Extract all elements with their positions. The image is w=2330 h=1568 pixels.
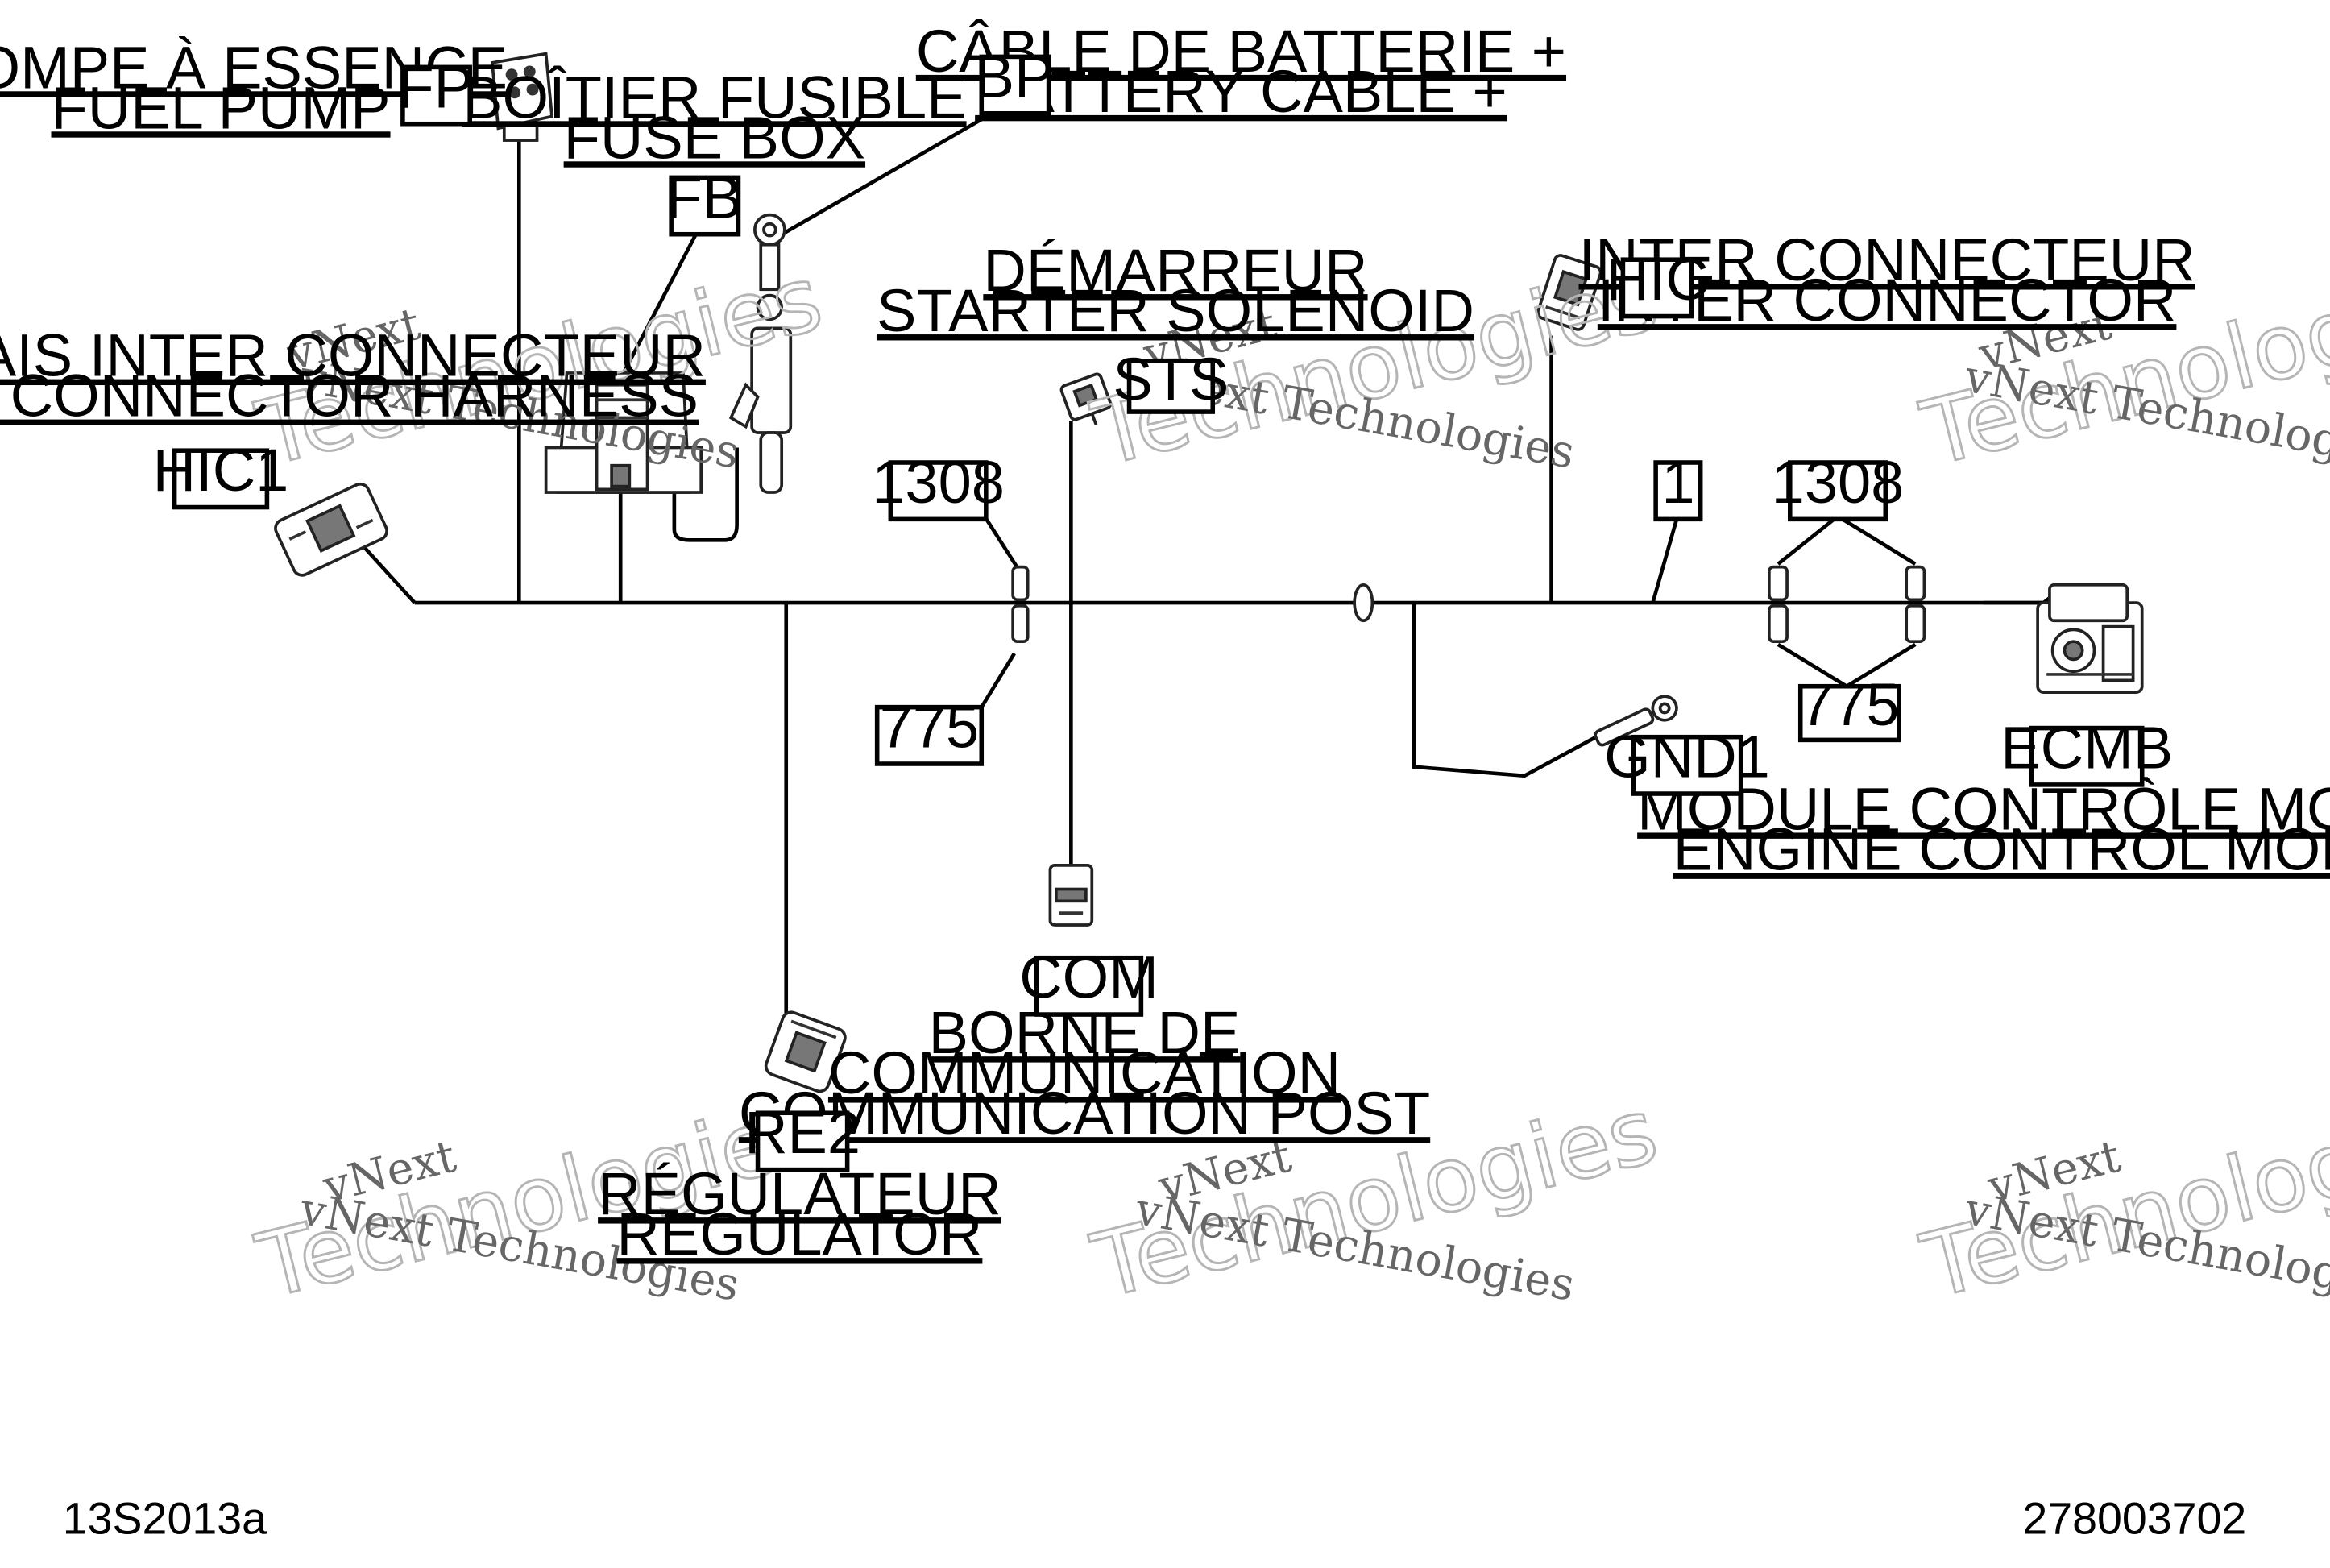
- code-box-fb: FB: [666, 164, 743, 237]
- code-box-hic: HIC: [1606, 246, 1709, 319]
- splice-drawing: [1353, 583, 1374, 623]
- leader-775-right-b: [1845, 642, 1917, 688]
- code-box-fp: FP: [397, 53, 474, 127]
- wire-ecm: [1984, 589, 2060, 605]
- label-com-en: COMMUNICATION POST: [739, 1080, 1430, 1147]
- code-box-1308-left: 1308: [872, 449, 1005, 522]
- battery-cable-drawing: [728, 213, 793, 494]
- code-box-ecmb: ECMB: [2000, 715, 2173, 787]
- code-ecmb: ECMB: [2000, 715, 2173, 782]
- regulator-connector-drawing: [764, 1010, 847, 1093]
- code-gnd1: GND1: [1604, 724, 1770, 790]
- code-bp: BP: [975, 43, 1055, 110]
- fuse-box-drawing: [544, 371, 703, 494]
- label-inter-connector-en: INTER CONNECTOR: [1598, 267, 2177, 334]
- leader-775-left: [980, 652, 1016, 708]
- label-harness-en: INTER CONNECTOR HARNESS: [0, 363, 699, 429]
- label-com-fr-2: COMMUNICATION: [828, 1039, 1341, 1106]
- code-box-re2: RE2: [744, 1099, 860, 1172]
- gnd1-ring-terminal-drawing: [1594, 695, 1678, 747]
- com-post-drawing: [1048, 864, 1094, 927]
- label-starter-fr: DÉMARREUR: [983, 237, 1367, 304]
- watermark-bottom-right: Technologies vNext vNext Technologies: [1911, 1078, 2330, 1321]
- leader-1308-right-b: [1836, 514, 1917, 566]
- label-starter-en: STARTER SOLENOID: [877, 277, 1474, 344]
- code-1308-left: 1308: [872, 449, 1005, 516]
- leader-1: [1651, 518, 1679, 604]
- code-1308-right: 1308: [1772, 449, 1905, 516]
- code-fb: FB: [666, 164, 743, 230]
- label-fuse-box-fr: BOÎTIER FUSIBLE: [462, 64, 966, 131]
- leader-bp: [783, 118, 983, 234]
- code-775-right: 775: [1800, 671, 1900, 738]
- label-ecm-fr: MODULE CONTRÔLE MOTEUR: [1637, 775, 2330, 842]
- wire-fuse-box-to-battery: [672, 447, 739, 542]
- hic1-connector-drawing: [274, 482, 388, 577]
- code-box-sts: STS: [1113, 346, 1229, 414]
- hic-connector-drawing: [1536, 254, 1602, 331]
- code-hic1: HIC1: [153, 437, 289, 504]
- code-box-hic1: HIC1: [153, 437, 289, 510]
- leader-1308-left: [983, 515, 1021, 571]
- terminal-1308-775-right-a-drawing: [1767, 565, 1789, 644]
- ecm-drawing: [2036, 583, 2144, 694]
- code-box-775-right: 775: [1797, 671, 1901, 743]
- leader-lines: [621, 118, 1917, 708]
- code-box-775-left: 775: [874, 694, 985, 766]
- label-fuel-pump-en: FUEL PUMP: [51, 74, 390, 141]
- code-box-gnd1: GND1: [1604, 724, 1770, 796]
- label-fuse-box-en: FUSE BOX: [564, 104, 865, 171]
- label-battery-en: BATTERY CABLE +: [975, 58, 1507, 125]
- code-com: COM: [1019, 944, 1159, 1011]
- terminal-1308-left-drawing: [1011, 565, 1030, 644]
- label-ecm-en: ENGINE CONTROL MODULE: [1673, 815, 2330, 882]
- code-775-left: 775: [880, 694, 980, 761]
- labels: POMPE À ESSENCE FUEL PUMP BOÎTIER FUSIBL…: [0, 18, 2330, 1267]
- code-boxes: FP BP FB STS HIC HIC1 1308 1: [153, 43, 2173, 1172]
- terminal-1308-775-right-b-drawing: [1905, 565, 1926, 644]
- label-regulator-en: REGULATOR: [616, 1201, 982, 1267]
- code-sts: STS: [1113, 346, 1229, 413]
- code-box-com: COM: [1019, 944, 1159, 1017]
- code-fp: FP: [397, 53, 474, 120]
- code-re2: RE2: [744, 1099, 860, 1166]
- wire-gnd1: [1412, 603, 1598, 778]
- fuel-pump-connector-drawing: [490, 52, 554, 142]
- footer-right-code: 278003702: [2022, 1493, 2246, 1543]
- code-box-1: 1: [1653, 449, 1703, 522]
- code-box-bp: BP: [975, 43, 1055, 116]
- label-harness-fr: HARNAIS INTER CONNECTEUR: [0, 322, 706, 389]
- code-box-1308-right: 1308: [1772, 449, 1905, 522]
- code-hic: HIC: [1606, 246, 1709, 313]
- code-1: 1: [1661, 449, 1694, 516]
- footer-left-code: 13S2013a: [63, 1493, 267, 1543]
- starter-connector-drawing: [1059, 372, 1113, 425]
- wires: [353, 140, 2060, 1045]
- leader-fb: [621, 234, 697, 374]
- leader-1308-right-a: [1777, 514, 1839, 566]
- leader-775-right-a: [1777, 642, 1848, 688]
